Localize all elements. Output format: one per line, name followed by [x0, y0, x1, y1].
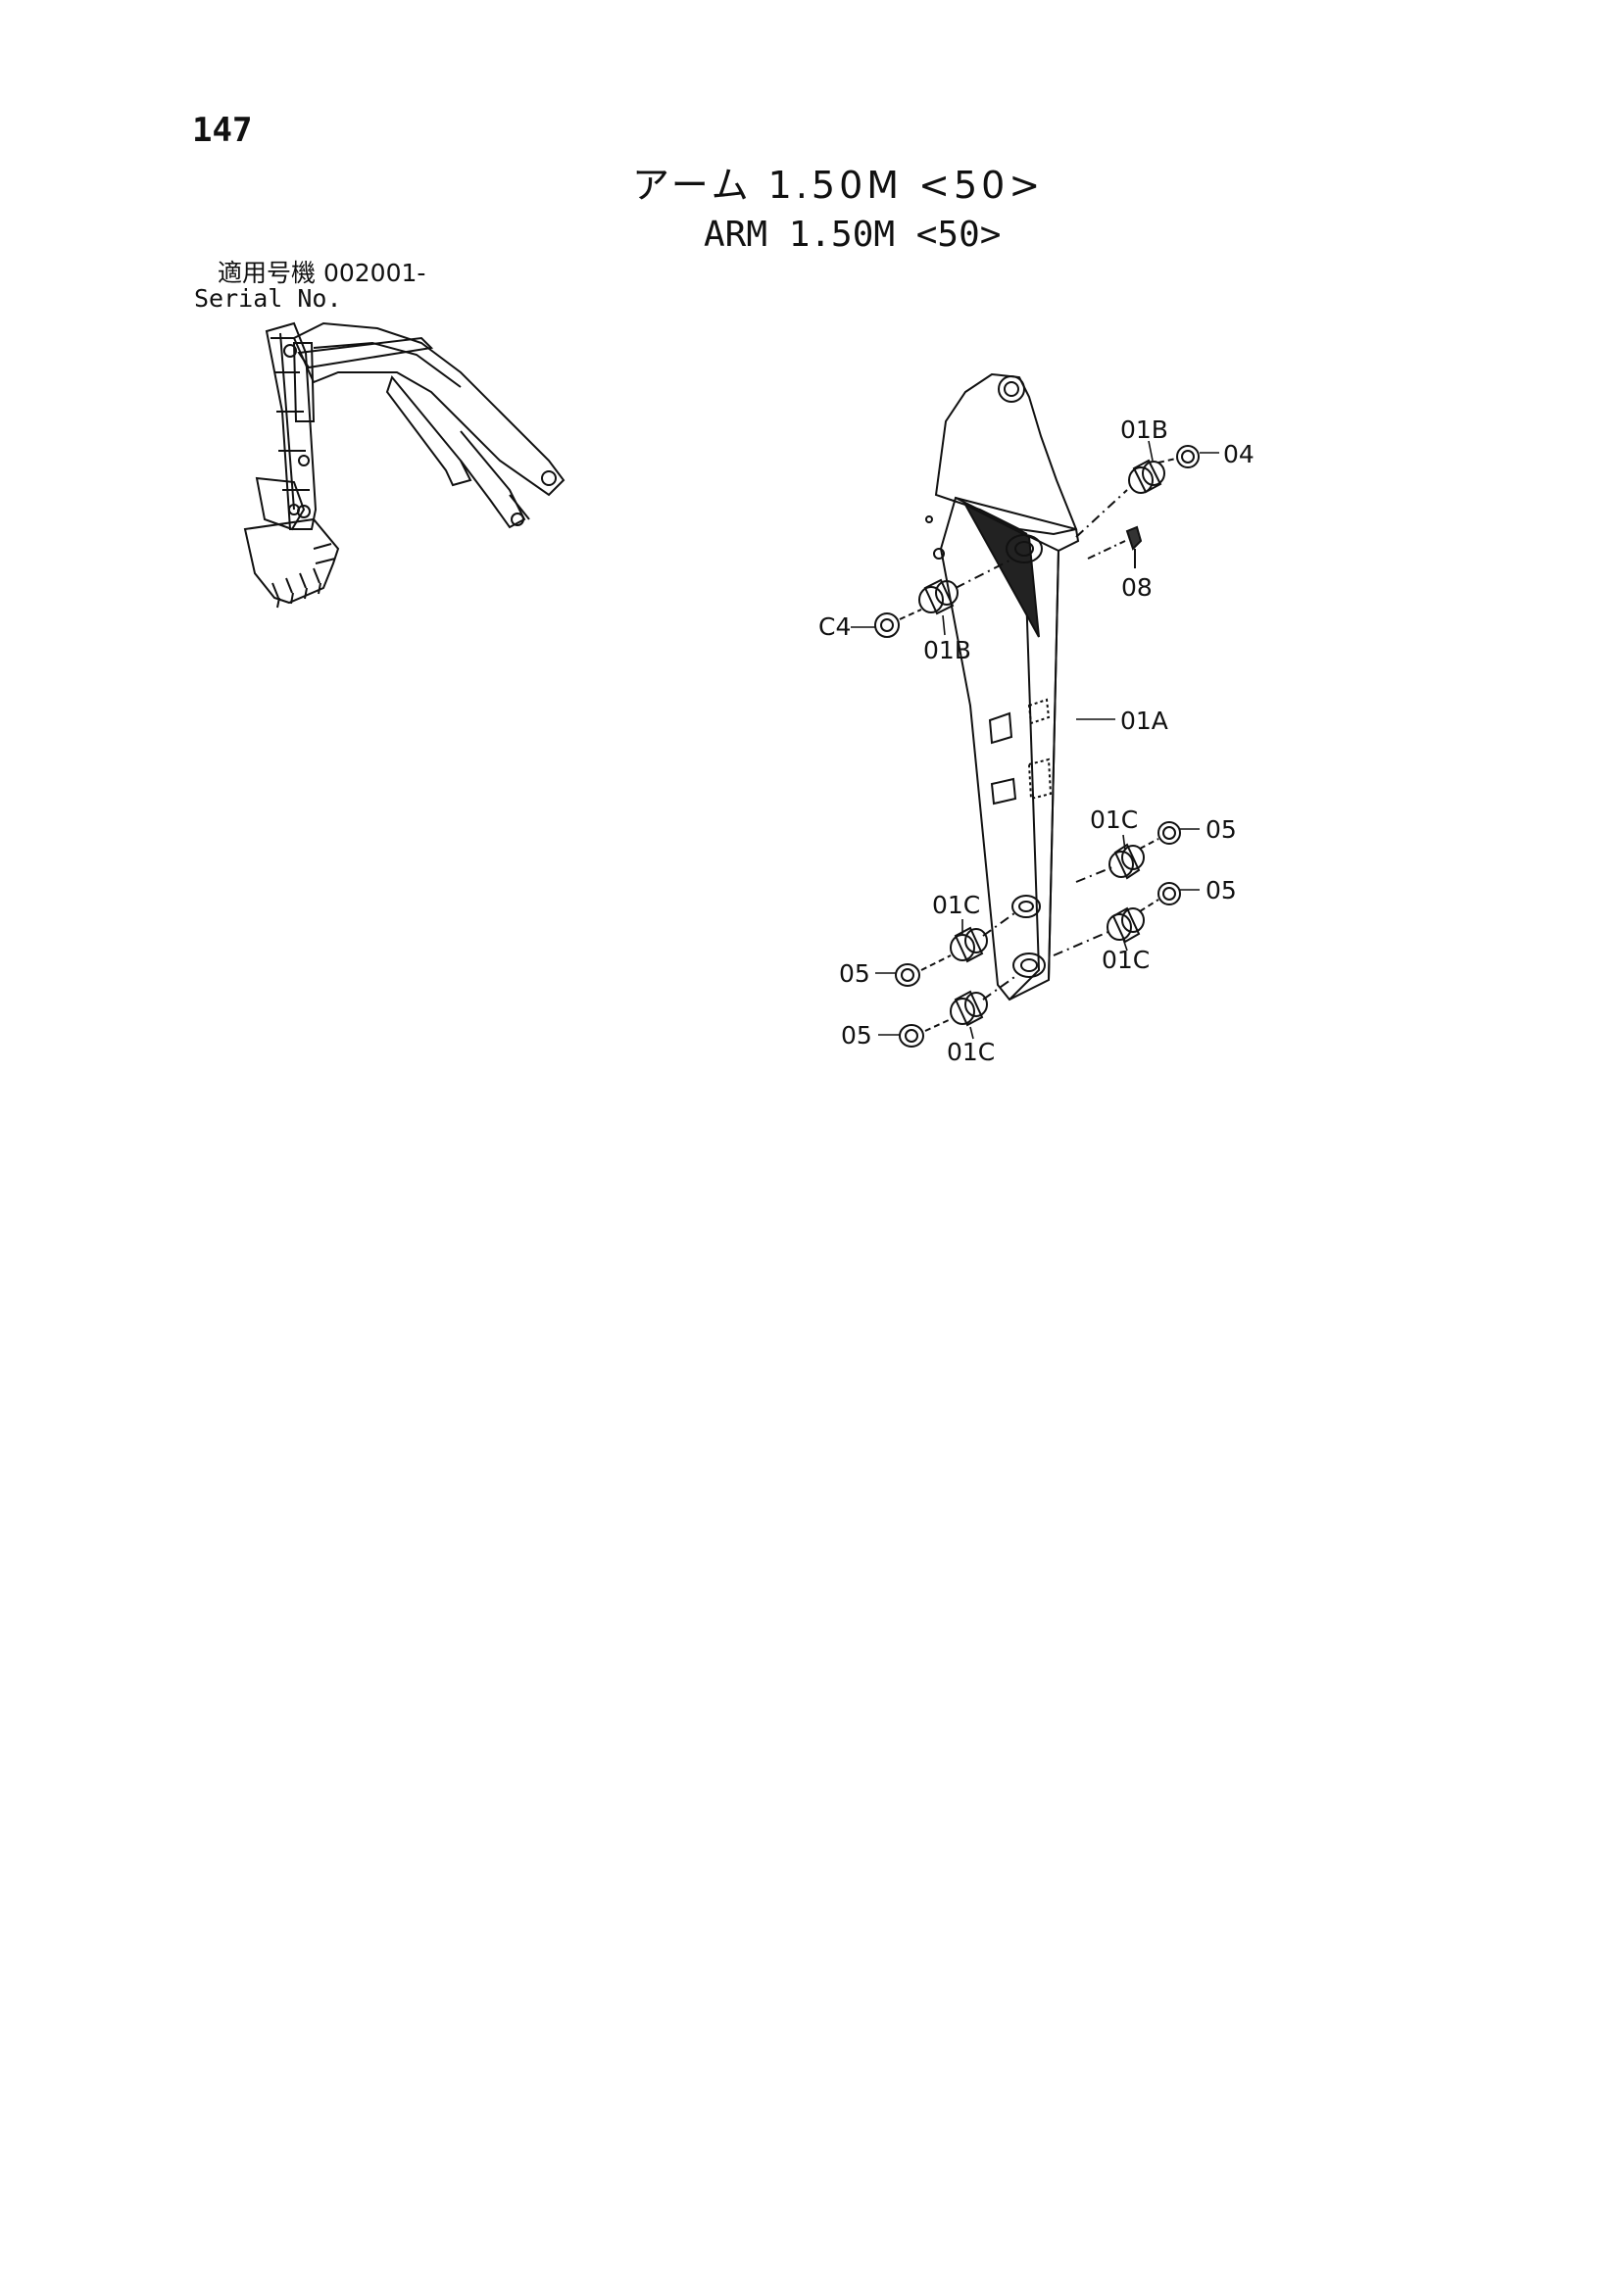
bushing-01c-right-lower [1053, 882, 1181, 956]
callout-01c-right-lower: 01C [1102, 946, 1150, 974]
callout-05-left-lower: 05 [841, 1021, 872, 1050]
callout-05-right-lower: 05 [1206, 876, 1237, 904]
bushing-01c-left-upper [895, 912, 1015, 987]
callout-c4-left: C4 [818, 612, 851, 641]
callout-04-top: 04 [1223, 440, 1255, 468]
callout-01a: 01A [1120, 707, 1168, 735]
callout-01b-top: 01B [1120, 415, 1168, 444]
leader-lines [851, 440, 1219, 1040]
bushing-01b-right [1075, 445, 1200, 538]
callout-01c-left-upper: 01C [932, 891, 980, 919]
excavator-front-overview [243, 321, 566, 609]
callout-01c-right-upper: 01C [1090, 806, 1138, 834]
bushing-01c-right-upper [1075, 821, 1181, 883]
bushing-01b-left [874, 560, 1010, 638]
title-japanese: アーム 1.50M <50> [632, 164, 1045, 207]
callout-05-right-upper: 05 [1206, 815, 1237, 844]
callout-labels: 01B 04 08 C4 01B 01A 01C 05 05 01C 01C 0… [818, 415, 1255, 1066]
title-english: ARM 1.50M <50> [704, 215, 1002, 255]
bushing-01c-left-lower [899, 974, 1018, 1048]
callout-05-left-upper: 05 [839, 959, 870, 988]
callout-01b-left: 01B [923, 636, 971, 664]
page-number: 147 [192, 111, 253, 150]
grease-fitting [1087, 525, 1143, 568]
callout-01c-left-lower: 01C [947, 1038, 995, 1066]
serial-label-japanese: 適用号機 002001- [218, 259, 426, 287]
callout-08: 08 [1121, 573, 1153, 602]
serial-label-english: Serial No. [194, 284, 342, 313]
